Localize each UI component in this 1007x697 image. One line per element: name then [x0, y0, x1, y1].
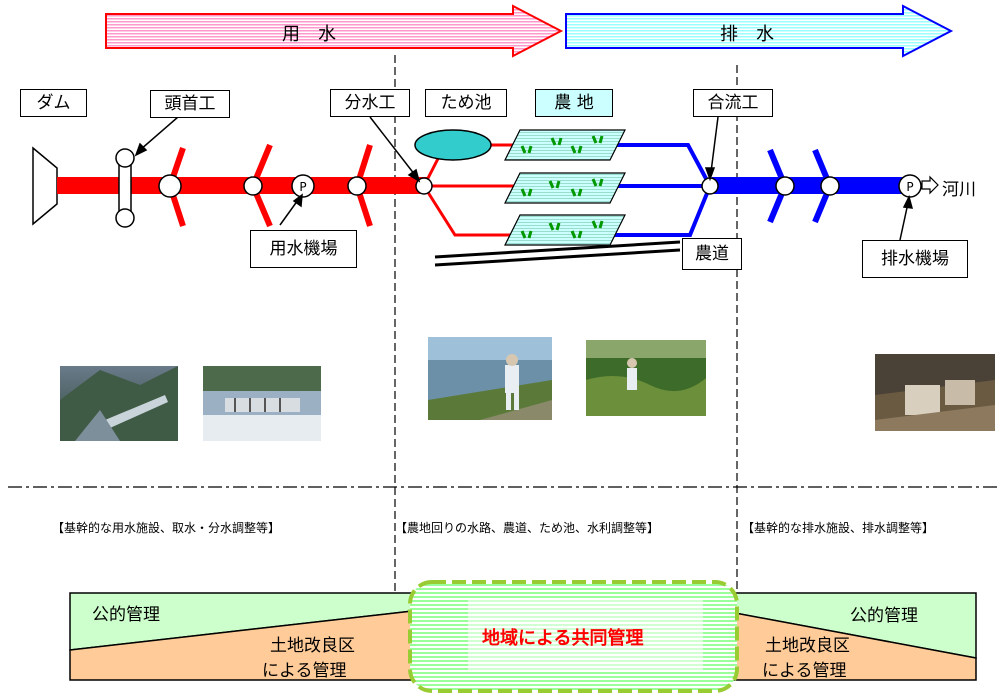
drainage-label: 排 水 [720, 24, 774, 45]
community-management-label: 地域による共同管理 [482, 628, 644, 649]
public-management-left-label: 公的管理 [92, 605, 160, 625]
section-middle-note: 【農地回りの水路、農道、ため池、水利調整等】 [395, 521, 660, 535]
land-management-right-label-2: による管理 [762, 661, 847, 681]
dam-label: ダム [20, 89, 87, 117]
callout-arrows [134, 116, 914, 241]
main-canal-red [57, 177, 428, 194]
pump-use-label: 用水機場 [250, 230, 357, 268]
land-management-left-label-1: 土地改良区 [270, 636, 355, 656]
water-use-label: 用 水 [282, 24, 336, 45]
reservoir-label: ため池 [425, 89, 507, 117]
section-left-note: 【基幹的な用水施設、取水・分水調整等】 [52, 521, 281, 535]
photo-farmer-field [586, 340, 706, 416]
water-use-arrow [105, 4, 564, 58]
photo-farmer-canal [428, 337, 552, 420]
pump-drain-icon: P [898, 174, 922, 198]
photo-headworks [203, 366, 321, 441]
river-outflow-arrow [921, 175, 939, 195]
river-label: 河川 [942, 180, 976, 200]
drainage-arrow [565, 4, 954, 58]
crop-sprouts [520, 135, 604, 239]
farmland-label: 農 地 [535, 89, 613, 117]
svg-text:P: P [299, 180, 306, 194]
pump-drain-label: 排水機場 [862, 240, 968, 278]
headworks-gate [115, 148, 135, 228]
svg-text:P: P [906, 180, 913, 194]
blue-farm-lines [610, 143, 712, 237]
land-management-left-label-2: による管理 [262, 661, 347, 681]
photo-pump-station [875, 354, 995, 431]
main-drain-blue [712, 177, 915, 194]
photo-dam [60, 366, 178, 441]
headworks-label: 頭首工 [150, 90, 230, 118]
farm-road-lines [434, 240, 681, 267]
dam-shape [32, 146, 58, 226]
confluence-label: 合流工 [693, 89, 773, 117]
reservoir-shape [414, 129, 492, 161]
farm-road-label: 農道 [682, 238, 742, 270]
diversion-label: 分水工 [330, 89, 410, 117]
land-management-right-label-1: 土地改良区 [765, 636, 850, 656]
section-right-note: 【基幹的な排水施設、排水調整等】 [742, 521, 935, 535]
public-management-right-label: 公的管理 [850, 606, 918, 626]
pump-use-icon: P [291, 174, 315, 198]
